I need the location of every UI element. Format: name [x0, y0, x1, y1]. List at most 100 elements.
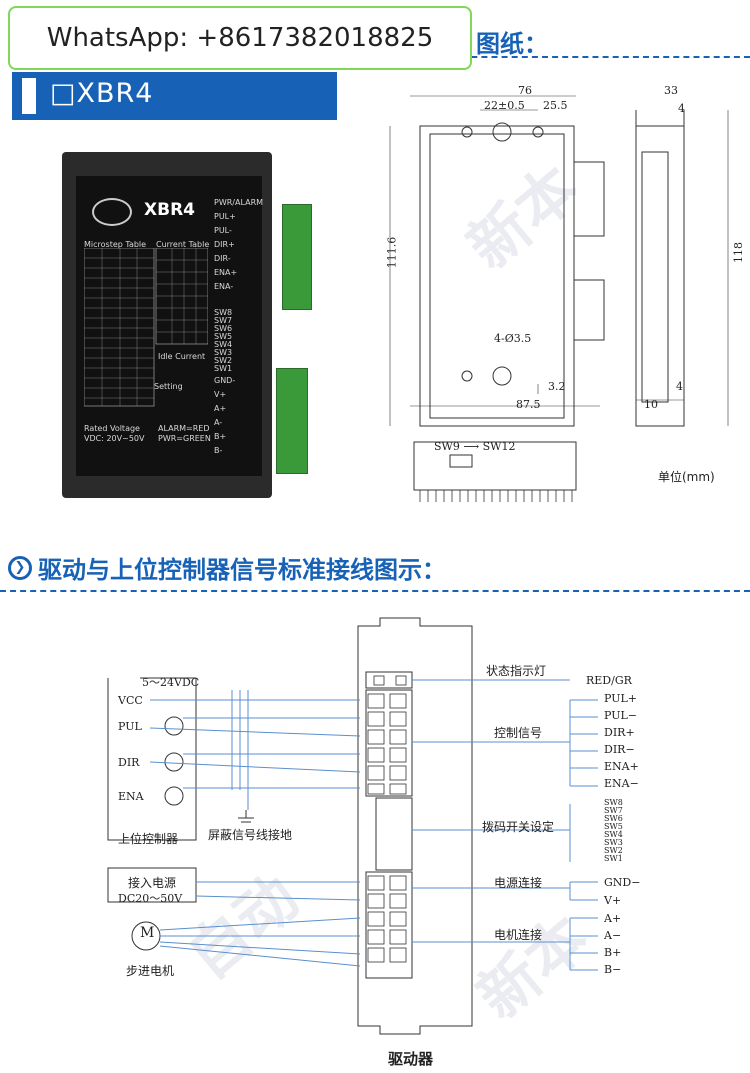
rated-label: Rated Voltage	[84, 424, 140, 433]
device-title: XBR4	[144, 200, 195, 220]
pin-label: DIR+	[214, 240, 235, 249]
dim-4-bottom: 4	[676, 380, 683, 393]
power-in-label: 接入电源	[128, 876, 177, 890]
pin-label: B-	[214, 446, 223, 455]
brand-logo	[92, 198, 132, 226]
terminal-block-bottom	[276, 368, 308, 474]
pin-labels-top: PUL+ PUL- DIR+ DIR- ENA+ ENA-	[214, 212, 240, 296]
dip-pin: SW7	[604, 806, 623, 815]
dip-pin: SW3	[604, 838, 623, 847]
pin-label: ENA-	[214, 282, 234, 291]
dir-label: DIR	[118, 756, 140, 769]
pin-label: A+	[214, 404, 227, 413]
dip-pin: SW8	[604, 798, 623, 807]
driver-panel	[76, 176, 262, 476]
dim-25-5: 25.5	[543, 99, 568, 112]
pwr-label: PWR/ALARM	[214, 198, 264, 207]
ena-label: ENA	[118, 790, 144, 803]
ctrl-pin: ENA−	[604, 777, 639, 790]
pin-label: DIR-	[214, 254, 231, 263]
dim-4-top: 4	[678, 102, 685, 115]
motor-label: 步进电机	[126, 964, 175, 978]
motor-conn-label: 电机连接	[494, 928, 543, 942]
dim-111-6: 111.6	[385, 236, 399, 269]
ctrl-pin: DIR+	[604, 726, 635, 739]
sw-label: SW2	[214, 356, 233, 365]
upper-controller-label: 上位控制器	[118, 832, 179, 846]
whatsapp-banner: WhatsApp: +8617382018825	[8, 6, 472, 70]
section-dims-title: 图纸：	[476, 30, 548, 58]
power-pin: V+	[604, 894, 622, 907]
dimension-drawing	[389, 95, 729, 502]
current-label: Current Table	[156, 240, 210, 249]
ctrl-signal-label: 控制信号	[494, 726, 543, 740]
dim-118: 118	[732, 242, 745, 263]
alarm-label: ALARM=RED	[158, 424, 210, 433]
pin-label: A-	[214, 418, 223, 427]
power-pin-list: GND− V+	[604, 876, 640, 912]
model-title: □XBR4	[50, 78, 154, 109]
ctrl-pin: DIR−	[604, 743, 635, 756]
pin-label: PUL-	[214, 226, 232, 235]
dim-22: 22±0.5	[484, 99, 525, 112]
dip-pin: SW6	[604, 814, 623, 823]
power-conn-label: 电源连接	[494, 876, 543, 890]
dip-pin: SW5	[604, 822, 623, 831]
pwr-green-label: PWR=GREEN	[158, 434, 211, 443]
dim-10: 10	[644, 398, 658, 411]
model-header: □XBR4	[12, 72, 337, 120]
ctrl-pin: PUL+	[604, 692, 637, 705]
device-tables	[84, 248, 208, 407]
dip-pin: SW4	[604, 830, 623, 839]
motor-pin: A−	[604, 929, 622, 942]
supply-label: 5～24VDC	[142, 676, 200, 689]
shield-ground-label: 屏蔽信号线接地	[208, 828, 293, 842]
divider	[0, 590, 750, 592]
vcc-label: VCC	[118, 694, 143, 707]
chevron-right-icon: ❯	[8, 555, 32, 580]
sw-label: SW5	[214, 332, 233, 341]
power-pin: GND−	[604, 876, 641, 889]
microstep-label: Microstep Table	[84, 240, 147, 249]
motor-pin: B+	[604, 946, 622, 959]
sw-label: SW8	[214, 308, 233, 317]
status-led-label: 状态指示灯	[486, 664, 547, 678]
motor-pin-list: A+ A− B+ B−	[604, 912, 621, 980]
terminal-block-top	[282, 204, 312, 310]
dim-hole: 4-Ø3.5	[494, 332, 532, 345]
idle-label: Idle Current	[158, 352, 206, 361]
unit-label: 单位(mm)	[658, 470, 715, 484]
divider	[340, 56, 750, 58]
dip-pin-list: SW8 SW7 SW6 SW5 SW4 SW3 SW2 SW1	[604, 798, 623, 863]
dip-pin: SW1	[604, 854, 623, 863]
red-gr-label: RED/GR	[586, 674, 632, 687]
pin-label: ENA+	[214, 268, 238, 277]
dim-3-2: 3.2	[548, 380, 566, 393]
section-wiring-text: 驱动与上位控制器信号标准接线图示：	[38, 556, 446, 584]
pin-label: PUL+	[214, 212, 236, 221]
ctrl-pin-list: PUL+ PUL− DIR+ DIR− ENA+ ENA−	[604, 692, 639, 794]
section-wiring-title: ❯ 驱动与上位控制器信号标准接线图示：	[8, 550, 446, 585]
sw-label: SW6	[214, 324, 233, 333]
sw-label: SW1	[214, 364, 233, 373]
dim-76: 76	[518, 84, 532, 97]
dc-label: DC20～50V	[118, 892, 183, 905]
setting-label: Setting	[154, 382, 183, 391]
wiring-diagram	[107, 617, 598, 1035]
pin-label: V+	[214, 390, 227, 399]
vdc-label: VDC: 20V~50V	[84, 434, 145, 443]
dim-87-5: 87.5	[516, 398, 541, 411]
sw-label: SW7	[214, 316, 233, 325]
motor-pin: A+	[604, 912, 622, 925]
ctrl-pin: PUL−	[604, 709, 637, 722]
dim-33: 33	[664, 84, 678, 97]
driver-label: 驱动器	[388, 1050, 434, 1068]
motor-m-label: M	[140, 925, 155, 941]
sw-labels: SW8 SW7 SW6 SW5 SW4 SW3 SW2 SW1	[214, 308, 240, 373]
dip-pin: SW2	[604, 846, 623, 855]
pin-label: B+	[214, 432, 227, 441]
dim-sw: SW9 ⟶ SW12	[434, 440, 516, 453]
pin-label: GND-	[214, 376, 236, 385]
pul-label: PUL	[118, 720, 142, 733]
pin-labels-bottom: GND- V+ A+ A- B+ B-	[214, 376, 240, 460]
